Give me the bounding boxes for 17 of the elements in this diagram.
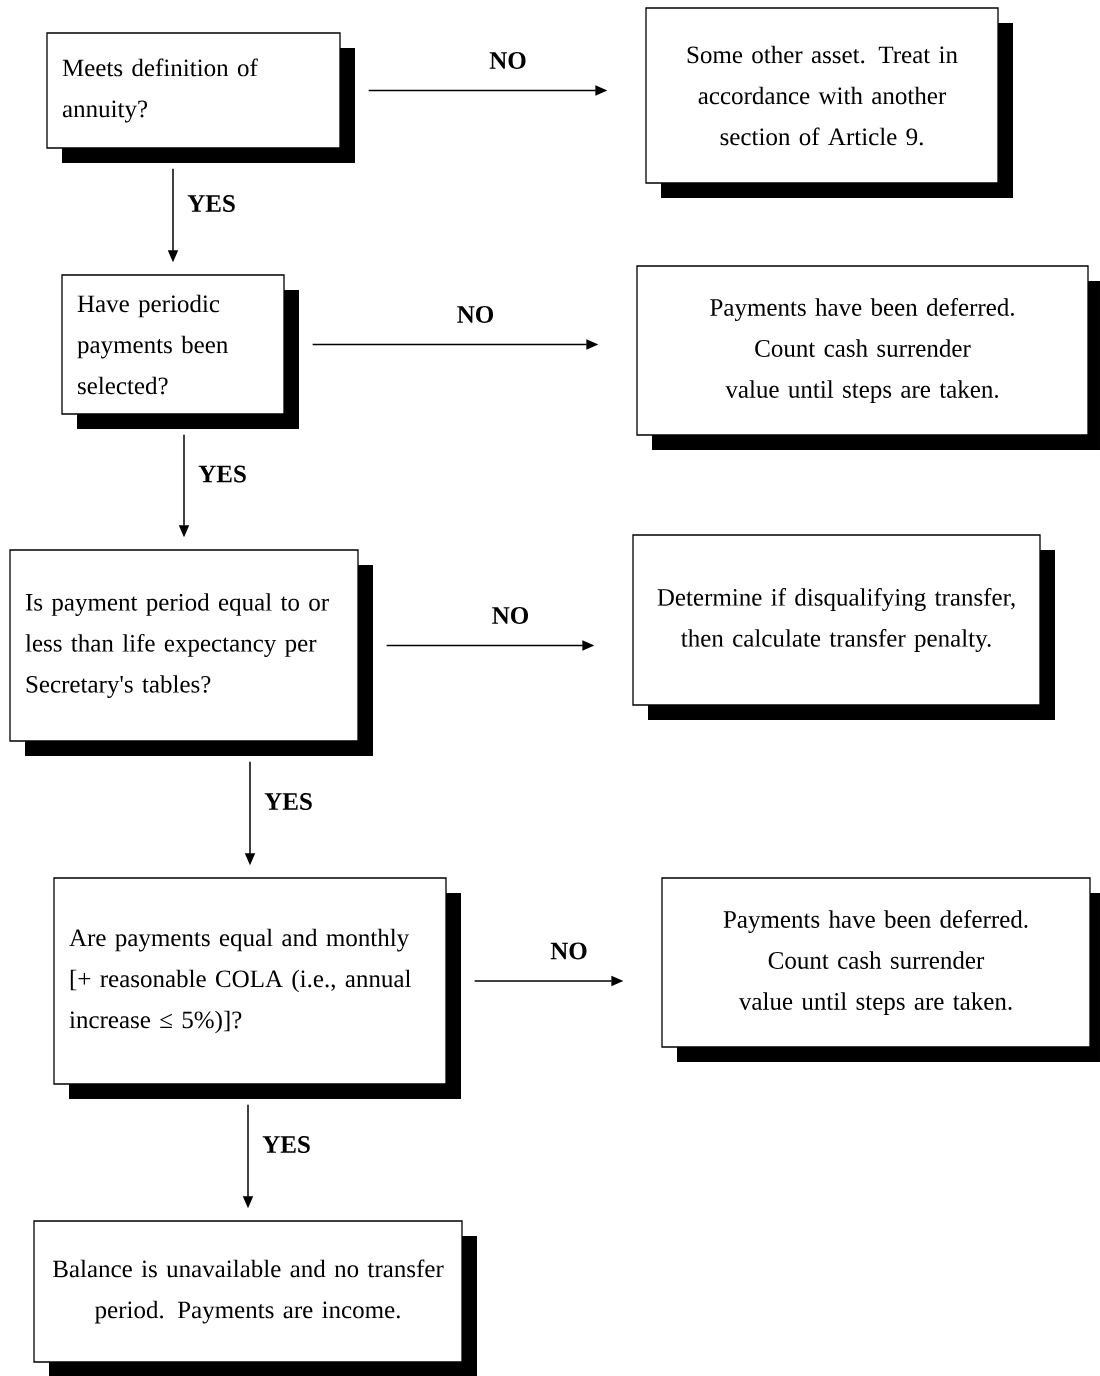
process-box: Some other asset. Treat in accordance with another section of Article 9. — [645, 7, 1013, 198]
process-box: Payments have been deferred. Count cash surrender value until steps are taken. — [636, 265, 1100, 450]
edge-label: YES — [187, 195, 235, 212]
edge-label: NO — [550, 942, 587, 960]
edge-label: YES — [264, 793, 312, 810]
process-box: Meets definition of annuity? — [46, 32, 355, 163]
edge-label: YES — [198, 465, 246, 483]
edge-label: YES — [262, 1136, 310, 1153]
edge-label: NO — [492, 607, 528, 624]
edge-label: NO — [489, 52, 526, 69]
process-box: Balance is unavailable and no transfer period. Payments are income. — [33, 1220, 477, 1376]
process-box: Is payment period equal to or less than life expectancy per Secretary's tables? — [9, 549, 373, 756]
process-box: Determine if disqualifying transfer, then calculate transfer penalty. — [632, 534, 1055, 720]
edge-label: NO — [457, 306, 493, 323]
process-box: Are payments equal and monthly [+ reasonable COLA (i.e., annual increase ≤ 5%)]? — [53, 877, 461, 1099]
process-box: Have periodic payments been selected? — [61, 274, 299, 429]
process-box: Payments have been deferred. Count cash surrender value until steps are taken. — [661, 877, 1100, 1062]
